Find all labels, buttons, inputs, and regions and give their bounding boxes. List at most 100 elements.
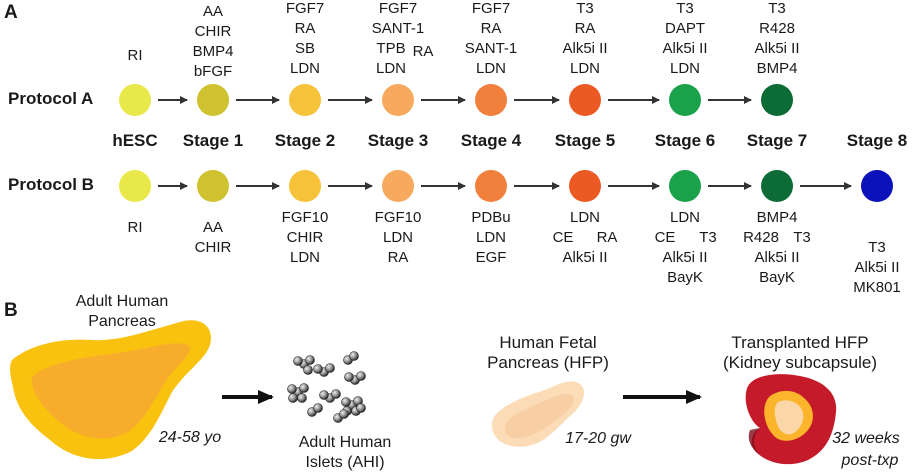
protocol-b-stage-3-factor-0: FGF10: [375, 209, 422, 226]
protocol-a-stage-7-factor-0: T3: [768, 0, 786, 17]
protocol-b-stage-6-circle: [669, 170, 701, 202]
protocol-a-stage-3-circle: [382, 84, 414, 116]
protocol-b-stage-6-factor-3: Alk5i II: [662, 249, 707, 266]
transplant-time-line1: 32 weeks: [832, 430, 900, 447]
protocol-a-label: Protocol A: [8, 89, 93, 108]
adult-pancreas-inner: [31, 343, 190, 439]
protocol-a-stage-6-circle: [669, 84, 701, 116]
islet-cluster-4-cell-1: [331, 389, 341, 399]
islet-cluster-0-cell-1: [305, 355, 315, 365]
protocol-b-stage-1-circle: [197, 170, 229, 202]
protocol-b-stage-8-circle: [861, 170, 893, 202]
protocol-a-stage-3-factor-0: FGF7: [379, 0, 417, 17]
islet-cluster-3-cell-4: [288, 393, 298, 403]
protocol-b-stage-8-factor-1: Alk5i II: [854, 259, 899, 276]
protocol-a-stage-1-circle: [197, 84, 229, 116]
adult-pancreas-illustration: [10, 320, 211, 460]
islets-label-line2: Islets (AHI): [305, 454, 384, 471]
graft-inner: [774, 400, 804, 435]
protocol-b-stage-4-factor-2: EGF: [476, 249, 507, 266]
protocol-a-stage-6-factor-3: LDN: [670, 60, 700, 77]
transplant-time-line2: post-txp: [841, 452, 899, 469]
protocol-a-stage-4-factor-0: FGF7: [472, 0, 510, 17]
protocol-a-stage-2-factor-0: FGF7: [286, 0, 324, 17]
stage-label-7: Stage 7: [747, 131, 807, 150]
islet-cluster-0-cell-2: [293, 356, 303, 366]
protocol-a-stage-7-factor-1: R428: [759, 20, 795, 37]
islet-cluster-4-cell-2: [319, 390, 329, 400]
protocol-b-stage-6-factor-1: CE: [655, 229, 676, 246]
protocol-a-stage-6-factor-2: Alk5i II: [662, 40, 707, 57]
protocol-a-stage-1-factor-2: BMP4: [193, 43, 234, 60]
protocol-a-stage-4-circle: [475, 84, 507, 116]
protocol-b-stage-4-circle: [475, 170, 507, 202]
stage-label-3: Stage 3: [368, 131, 428, 150]
protocol-b-stage-5-factor-0: LDN: [570, 209, 600, 226]
protocol-b-stage-7-circle: [761, 170, 793, 202]
protocol-a-stage-3-factor-4: LDN: [376, 60, 406, 77]
islet-cluster-3-cell-2: [287, 384, 297, 394]
protocol-b-stage-6-factor-4: BayK: [667, 269, 703, 286]
islets-illustration: [287, 351, 366, 423]
islet-cluster-5-cell-1: [356, 371, 366, 381]
protocol-a-stage-0-factor-0: RI: [128, 47, 143, 64]
protocol-b-stage-7-factor-3: Alk5i II: [754, 249, 799, 266]
stage-label-1: Stage 1: [183, 131, 243, 150]
protocol-b-stage-4-factor-0: PDBu: [471, 209, 510, 226]
protocol-b-stage-3-factor-1: LDN: [383, 229, 413, 246]
fetal-pancreas-inner: [504, 393, 575, 439]
protocol-a-stage-7-factor-2: Alk5i II: [754, 40, 799, 57]
protocol-a-stage-2-factor-2: SB: [295, 40, 315, 57]
protocol-b-stage-0-factor-0: RI: [128, 219, 143, 236]
stage-label-8: Stage 8: [847, 131, 907, 150]
protocol-a-stage-2-factor-1: RA: [295, 20, 316, 37]
kidney-illustration: [745, 374, 837, 465]
protocol-b-stage-2-circle: [289, 170, 321, 202]
protocol-a-row: RIAACHIRBMP4bFGFFGF7RASBLDNFGF7SANT-1TPB…: [119, 0, 800, 116]
stage-label-0: hESC: [112, 131, 157, 150]
transplant-title-line2: (Kidney subcapsule): [723, 353, 877, 372]
transplant-title-line1: Transplanted HFP: [731, 333, 868, 352]
protocol-a-stage-4-factor-2: SANT-1: [465, 40, 518, 57]
protocol-b-stage-7-factor-2: T3: [793, 229, 811, 246]
protocol-a-stage-2-circle: [289, 84, 321, 116]
protocol-a-stage-1-factor-1: CHIR: [195, 23, 232, 40]
protocol-b-stage-5-circle: [569, 170, 601, 202]
protocol-b-stage-8-factor-2: MK801: [853, 279, 901, 296]
protocol-b-stage-0-circle: [119, 170, 151, 202]
panel-a-label: A: [4, 2, 18, 23]
islet-cluster-3-cell-3: [297, 393, 307, 403]
protocol-b-stage-7-factor-0: BMP4: [757, 209, 798, 226]
islet-cluster-1-cell-1: [325, 363, 335, 373]
protocol-b-stage-1-factor-1: CHIR: [195, 239, 232, 256]
stage-label-2: Stage 2: [275, 131, 335, 150]
protocol-b-stage-5-factor-2: RA: [597, 229, 618, 246]
protocol-b-stage-6-factor-0: LDN: [670, 209, 700, 226]
islet-cluster-3-cell-1: [299, 383, 309, 393]
islet-cluster-8-cell-1: [339, 409, 349, 419]
protocol-b-stage-2-factor-2: LDN: [290, 249, 320, 266]
protocol-a-stage-4-factor-1: RA: [481, 20, 502, 37]
adult-pancreas-title-line1: Adult Human: [76, 293, 169, 310]
islet-cluster-7-cell-1: [313, 403, 323, 413]
protocol-a-stage-6-factor-1: DAPT: [665, 20, 705, 37]
protocol-b-stage-5-factor-3: Alk5i II: [562, 249, 607, 266]
kidney-shade: [748, 428, 760, 454]
protocol-b-stage-1-factor-0: AA: [203, 219, 223, 236]
protocol-b-stage-8-factor-0: T3: [868, 239, 886, 256]
protocol-b-stage-5-factor-1: CE: [553, 229, 574, 246]
protocol-a-stage-5-factor-2: Alk5i II: [562, 40, 607, 57]
fetal-pancreas-title-line2: Pancreas (HFP): [487, 353, 609, 372]
protocol-a-stage-7-circle: [761, 84, 793, 116]
fetal-age-label: 17-20 gw: [565, 430, 632, 447]
protocol-b-stage-7-factor-1: R428: [743, 229, 779, 246]
fetal-pancreas-title-line1: Human Fetal: [499, 333, 596, 352]
protocol-a-stage-5-circle: [569, 84, 601, 116]
protocol-b-stage-3-factor-2: RA: [388, 249, 409, 266]
adult-age-label: 24-58 yo: [158, 429, 221, 446]
protocol-a-stage-4-factor-3: LDN: [476, 60, 506, 77]
protocol-b-label: Protocol B: [8, 175, 94, 194]
